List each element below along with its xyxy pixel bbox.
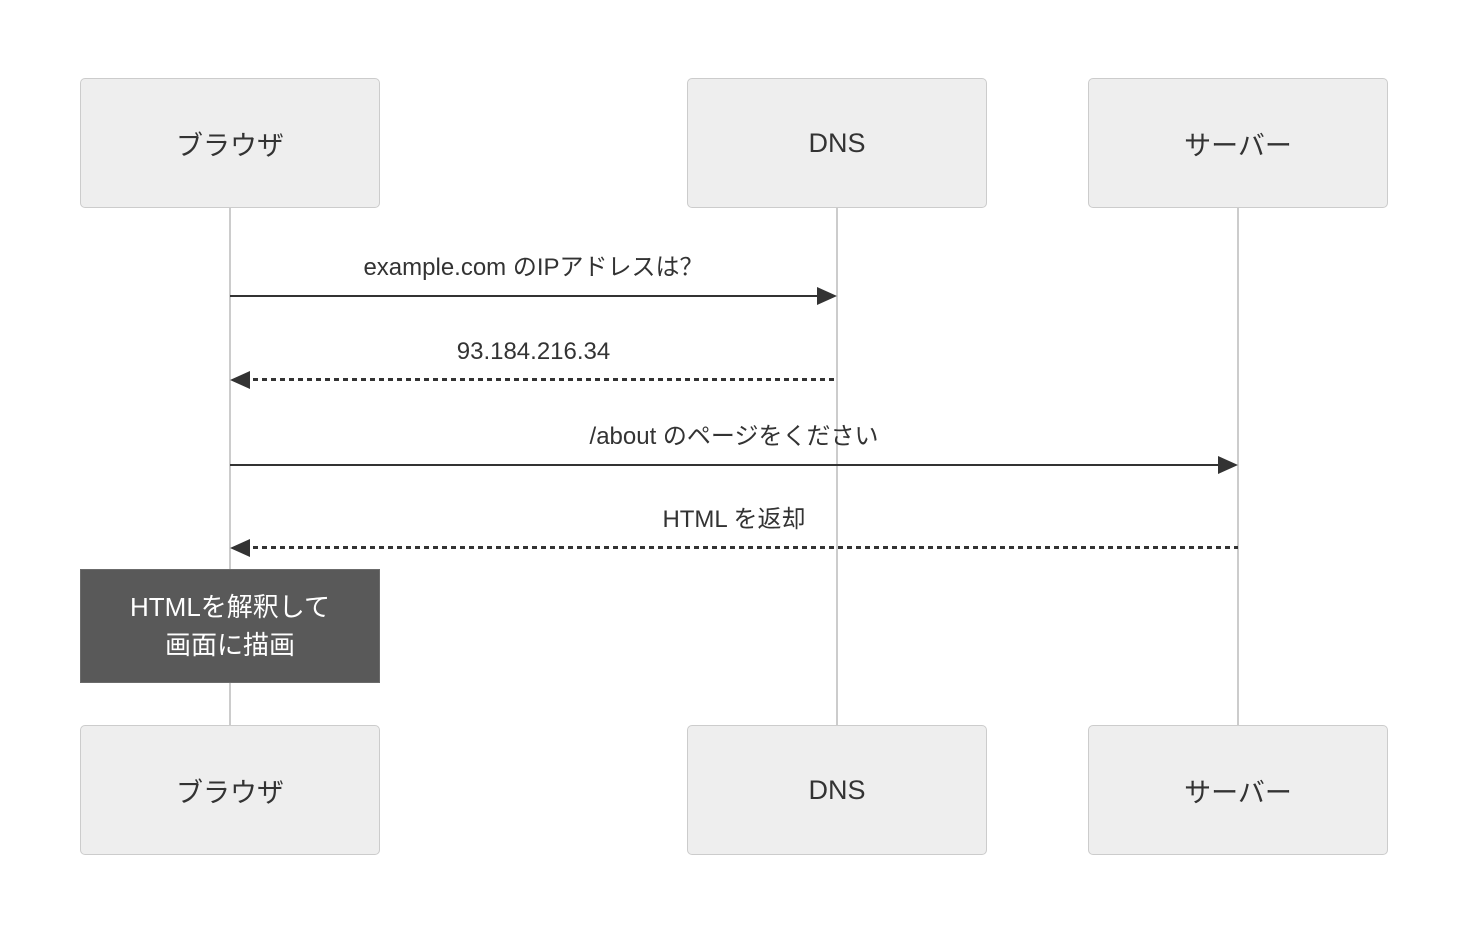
arrowhead-left-icon xyxy=(230,371,250,389)
note-text-line-2: 画面に描画 xyxy=(164,630,295,660)
message-dns-query-line xyxy=(230,295,823,297)
note-text-line-1: HTMLを解釈して xyxy=(130,592,330,622)
actor-top-server: サーバー xyxy=(1088,78,1388,208)
actor-label-browser: ブラウザ xyxy=(176,130,284,161)
lifeline-browser xyxy=(229,208,231,726)
actor-label-server: サーバー xyxy=(1184,130,1292,161)
actor-label-server: サーバー xyxy=(1184,777,1292,808)
actor-bottom-server: サーバー xyxy=(1088,725,1388,855)
arrowhead-right-icon xyxy=(1218,456,1238,474)
message-dns-response-line xyxy=(244,378,837,381)
message-page-request-line xyxy=(230,464,1224,466)
message-dns-response: 93.184.216.34 xyxy=(230,336,837,389)
note-over-browser: HTMLを解釈して 画面に描画 xyxy=(80,569,380,683)
arrowhead-left-icon xyxy=(230,539,250,557)
lifeline-dns xyxy=(836,208,838,726)
message-page-request-label: /about のページをください xyxy=(589,423,879,450)
actor-top-dns: DNS xyxy=(687,78,987,208)
actor-label-browser: ブラウザ xyxy=(176,777,284,808)
actor-label-dns: DNS xyxy=(808,127,866,158)
message-dns-query: example.com のIPアドレスは？ xyxy=(230,252,837,305)
arrowhead-right-icon xyxy=(817,287,837,305)
actor-top-browser: ブラウザ xyxy=(80,78,380,208)
message-dns-query-label: example.com のIPアドレスは？ xyxy=(363,254,704,281)
lifeline-server xyxy=(1237,208,1239,726)
message-page-request: /about のページをください xyxy=(230,421,1238,474)
message-dns-response-label: 93.184.216.34 xyxy=(456,338,611,365)
actor-bottom-browser: ブラウザ xyxy=(80,725,380,855)
message-html-response: HTML を返却 xyxy=(230,504,1238,557)
actor-bottom-dns: DNS xyxy=(687,725,987,855)
message-html-response-line xyxy=(244,546,1238,549)
message-html-response-label: HTML を返却 xyxy=(662,506,806,533)
actor-label-dns: DNS xyxy=(808,774,866,805)
